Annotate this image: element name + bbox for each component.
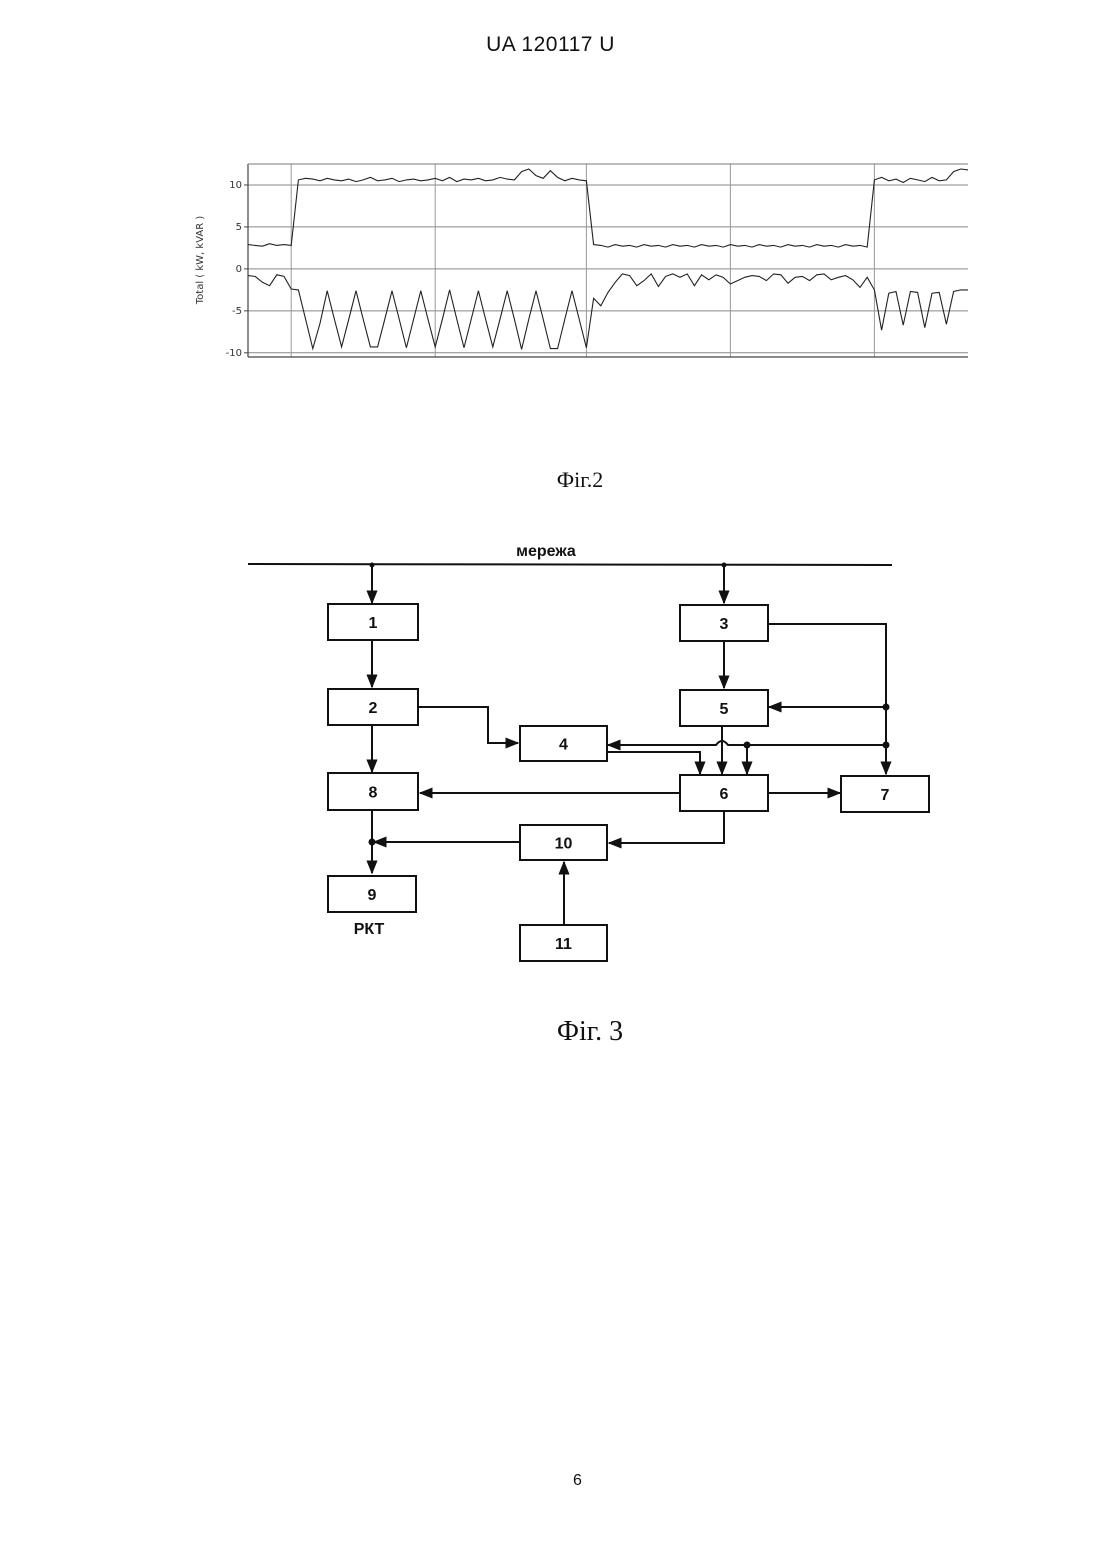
block-3-label: 3 xyxy=(720,616,729,633)
block-8-label: 8 xyxy=(369,785,378,802)
document-number: UA 120117 U xyxy=(0,33,1101,57)
figure-2-chart: 10 5 0 -5 -10 Total ( kW, kVAR ) xyxy=(180,150,980,370)
network-bus-line xyxy=(248,564,892,565)
junction-dot xyxy=(722,563,727,568)
y-tick-label: -10 xyxy=(226,348,242,359)
chart-series xyxy=(248,169,968,349)
junction-dot xyxy=(369,839,376,846)
y-axis-label: Total ( kW, kVAR ) xyxy=(195,216,206,306)
figure-3-block-diagram: 1 2 3 4 5 6 7 8 9 10 11 мережа РКТ xyxy=(0,520,1101,1000)
block-1-label: 1 xyxy=(369,615,378,632)
arrow-2-to-4 xyxy=(418,707,518,743)
y-tick-label: 0 xyxy=(236,264,242,275)
arrow-6-to-10 xyxy=(609,811,724,843)
block-4-label: 4 xyxy=(559,737,568,754)
pkt-label: РКТ xyxy=(354,921,385,938)
block-9-label: 9 xyxy=(368,887,377,904)
series-line-2 xyxy=(248,274,968,350)
junction-dot xyxy=(744,742,751,749)
arrow-4-to-6 xyxy=(607,752,700,774)
block-7-label: 7 xyxy=(881,787,890,804)
y-tick-label: 10 xyxy=(229,180,242,191)
block-10-label: 10 xyxy=(555,836,573,853)
block-6-label: 6 xyxy=(720,786,729,803)
network-label: мережа xyxy=(516,543,576,560)
chart-y-ticks: 10 5 0 -5 -10 xyxy=(226,180,248,359)
node-dots xyxy=(369,563,890,846)
block-2-label: 2 xyxy=(369,700,378,717)
y-tick-label: -5 xyxy=(232,306,242,317)
chart-grid xyxy=(248,164,968,357)
figure-3-caption: Фіг. 3 xyxy=(0,1016,1101,1048)
block-11-label: 11 xyxy=(555,936,572,953)
diagram-blocks: 1 2 3 4 5 6 7 8 9 10 11 xyxy=(328,604,929,961)
arrow-3-to-7 xyxy=(767,624,886,774)
series-line-1 xyxy=(248,169,968,247)
junction-dot xyxy=(883,742,890,749)
y-tick-label: 5 xyxy=(236,222,242,233)
block-5-label: 5 xyxy=(720,701,729,718)
page-number: 6 xyxy=(0,1472,1101,1490)
figure-2-caption: Фіг.2 xyxy=(0,467,1101,493)
junction-dot xyxy=(370,563,375,568)
junction-dot xyxy=(883,704,890,711)
chart-axes xyxy=(248,164,968,357)
